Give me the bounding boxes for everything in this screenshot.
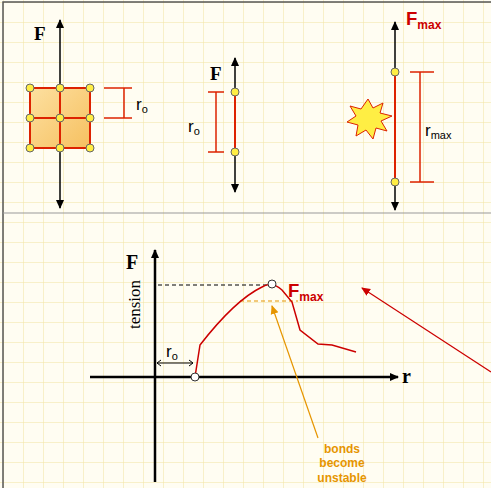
axis-label: F bbox=[126, 252, 138, 272]
spacing-label: ro bbox=[188, 118, 200, 137]
force-label: F bbox=[34, 24, 46, 43]
max-force-label: Fmax bbox=[288, 282, 323, 303]
axis-label: r bbox=[402, 366, 411, 386]
note-label: bonds become unstable bbox=[300, 442, 384, 485]
axis-title: tension bbox=[126, 279, 143, 328]
max-spacing-label: rmax bbox=[425, 122, 451, 141]
spacing-label: ro bbox=[166, 343, 178, 362]
spacing-label: ro bbox=[136, 96, 148, 115]
force-label: F bbox=[210, 64, 222, 83]
max-force-label: Fmax bbox=[406, 10, 441, 31]
